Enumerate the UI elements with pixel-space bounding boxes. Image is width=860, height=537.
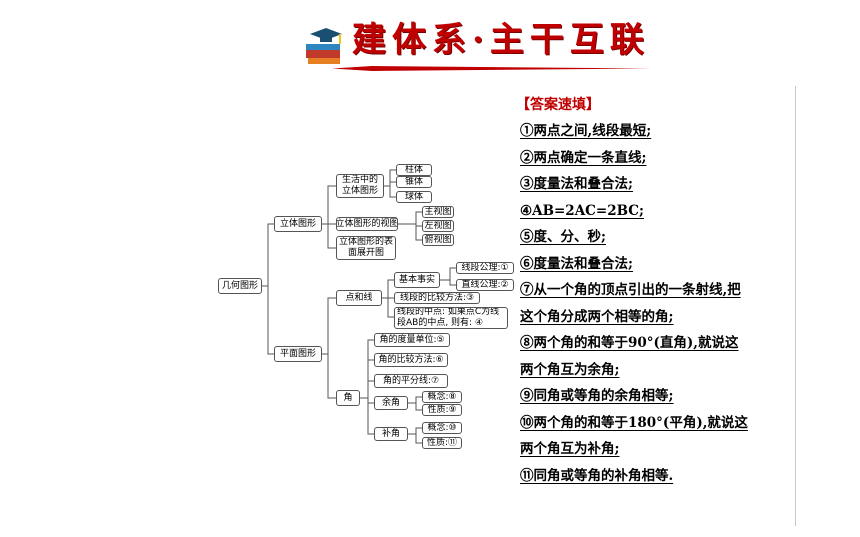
answer-line: ⑦从一个角的顶点引出的一条射线,把 [520, 282, 741, 298]
node-complement-prop: 性质:⑨ [422, 404, 462, 416]
node-supplement: 补角 [374, 427, 408, 441]
answer-title: 【答案速填】 [516, 97, 600, 113]
node-angle-compare: 角的比较方法:⑥ [374, 353, 448, 367]
answer-line: ②两点确定一条直线; [520, 149, 647, 166]
node-supplement-def: 概念:⑩ [422, 422, 462, 434]
node-angle-unit: 角的度量单位:⑤ [374, 333, 450, 347]
node-root: 几何图形 [218, 278, 262, 294]
answer-line: ⑥度量法和叠合法; [520, 255, 633, 272]
answer-line: ①两点之间,线段最短; [520, 123, 652, 139]
answer-line: ⑩两个角的和等于180°(平角),就说这 [520, 414, 748, 431]
node-line-axiom: 直线公理:② [456, 279, 514, 291]
node-sphere: 球体 [396, 191, 432, 203]
node-views: 立体图形的视图 [336, 217, 398, 231]
node-solid-figures: 立体图形 [274, 216, 322, 232]
answer-line: ⑪同角或等角的补角相等. [520, 467, 674, 484]
section-title: 建体系·主干互联 [352, 20, 650, 60]
node-segment-compare: 线段的比较方法:③ [394, 292, 480, 304]
book-mortarboard-icon [306, 28, 342, 64]
node-top-view: 俯视图 [422, 234, 454, 246]
node-points-lines: 点和线 [336, 290, 382, 306]
node-left-view: 左视图 [422, 220, 454, 232]
node-angle-bisector: 角的平分线:⑦ [374, 374, 448, 388]
node-surface-net: 立体图形的表面展开图 [336, 236, 396, 260]
answer-line: 两个角互为补角; [520, 441, 620, 457]
node-front-view: 主视图 [422, 206, 454, 218]
node-basic-fact: 基本事实 [394, 272, 440, 288]
node-solid-in-life: 生活中的立体图形 [336, 174, 384, 198]
node-complement-def: 概念:⑧ [422, 391, 462, 403]
answer-line: 两个角互为余角; [520, 361, 620, 378]
answer-line: ④AB=2AC=2BC; [520, 202, 645, 219]
node-supplement-prop: 性质:⑪ [422, 437, 462, 449]
answer-line: 这个角分成两个相等的角; [520, 308, 674, 325]
answer-line: ⑤度、分、秒; [520, 229, 606, 245]
header: 建体系·主干互联 [0, 0, 860, 90]
node-prism: 柱体 [396, 164, 432, 176]
node-segment-midpoint: 线段的中点: 如果点C为线段AB的中点, 则有: ④ [394, 307, 508, 329]
answer-line: ⑧两个角的和等于90°(直角),就说这 [520, 335, 739, 351]
answer-line: ③度量法和叠合法; [520, 176, 633, 192]
node-cone: 锥体 [396, 176, 432, 188]
node-plane-figures: 平面图形 [274, 346, 322, 362]
node-segment-axiom: 线段公理:① [456, 262, 514, 274]
divider-line [795, 86, 796, 526]
node-complement: 余角 [374, 396, 408, 410]
node-angle: 角 [336, 390, 360, 406]
answer-line: ⑨同角或等角的余角相等; [520, 388, 674, 404]
title-underline [332, 66, 652, 71]
answer-panel: 【答案速填】 ①两点之间,线段最短; ②两点确定一条直线; ③度量法和叠合法; … [516, 92, 790, 489]
